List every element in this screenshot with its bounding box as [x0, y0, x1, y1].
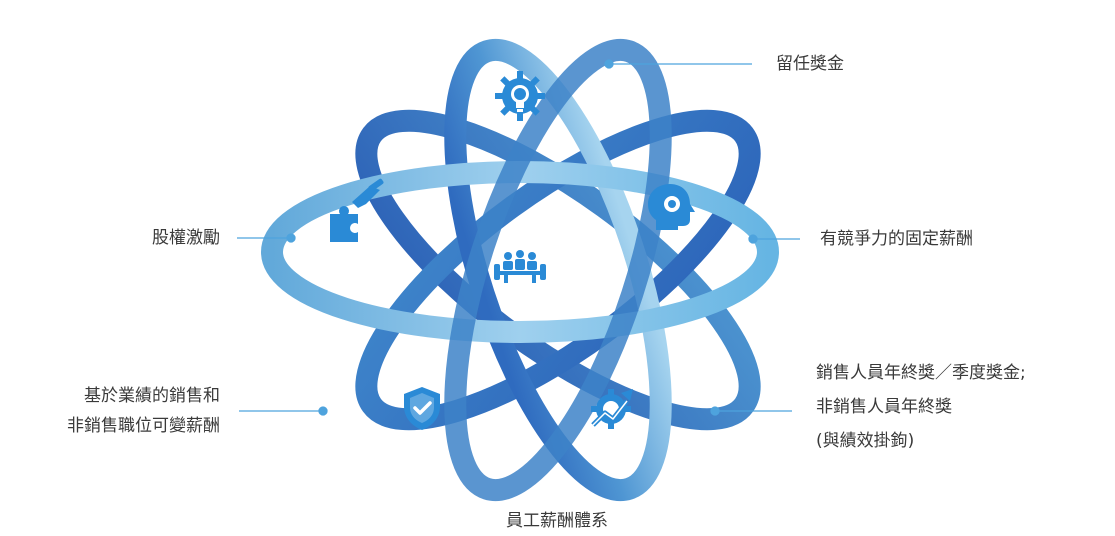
label-equity-incentive: 股權激勵	[152, 228, 220, 248]
label-annual-bonus: 銷售人員年終獎／季度獎金; 非銷售人員年終獎 (與績效掛鉤)	[816, 356, 1026, 458]
diagram-caption: 員工薪酬體系	[506, 511, 608, 531]
connectors	[237, 59, 800, 416]
label-variable-pay-line2: 非銷售職位可變薪酬	[67, 416, 220, 436]
label-annual-bonus-line3: (與績效掛鉤)	[816, 431, 915, 451]
team-meeting-icon	[494, 250, 546, 283]
lightbulb-gear-icon	[495, 71, 545, 121]
label-retention-bonus: 留任獎金	[776, 54, 844, 74]
label-annual-bonus-line1: 銷售人員年終獎／季度獎金;	[816, 363, 1026, 383]
petal-bands	[261, 38, 779, 502]
label-annual-bonus-line2: 非銷售人員年終獎	[816, 397, 952, 417]
label-variable-pay-line1: 基於業績的銷售和	[84, 386, 220, 406]
band-top	[444, 38, 672, 502]
label-variable-pay: 基於業績的銷售和 非銷售職位可變薪酬	[30, 381, 220, 441]
head-gear-icon	[648, 184, 695, 230]
shield-check-icon	[404, 387, 440, 430]
gear-growth-icon	[591, 389, 633, 429]
label-fixed-salary: 有競爭力的固定薪酬	[820, 229, 973, 249]
puzzle-hand-icon	[330, 178, 384, 242]
band-diagonal	[444, 38, 672, 502]
